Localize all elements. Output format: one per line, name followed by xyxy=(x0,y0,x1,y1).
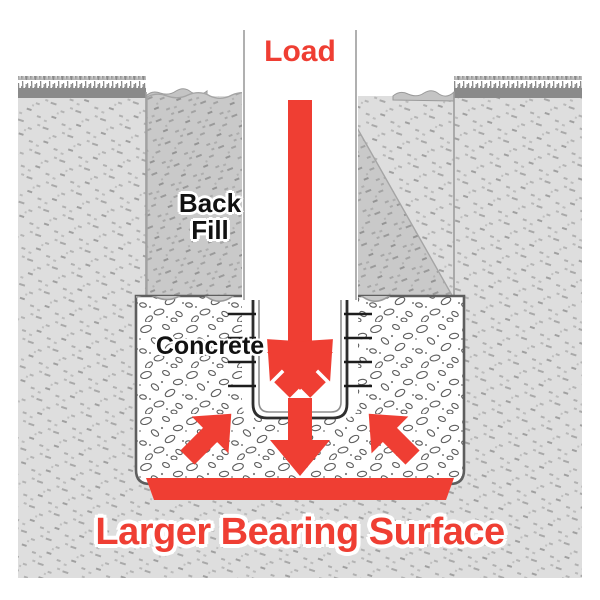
excavation-edge-right xyxy=(392,90,455,102)
main-load-arrow-down xyxy=(267,100,333,390)
rebar-ties-right xyxy=(344,312,372,388)
rebar-ties-left xyxy=(228,312,256,388)
spread-arrow-upper-right xyxy=(267,339,326,398)
spread-arrow-lower-right xyxy=(368,413,420,465)
force-arrows xyxy=(146,100,454,500)
grass-left xyxy=(18,76,146,98)
grass-right xyxy=(454,76,582,98)
footing-load-arrow-down xyxy=(270,398,330,476)
spread-arrow-lower-left xyxy=(180,413,232,465)
bearing-surface-bar xyxy=(146,478,454,500)
